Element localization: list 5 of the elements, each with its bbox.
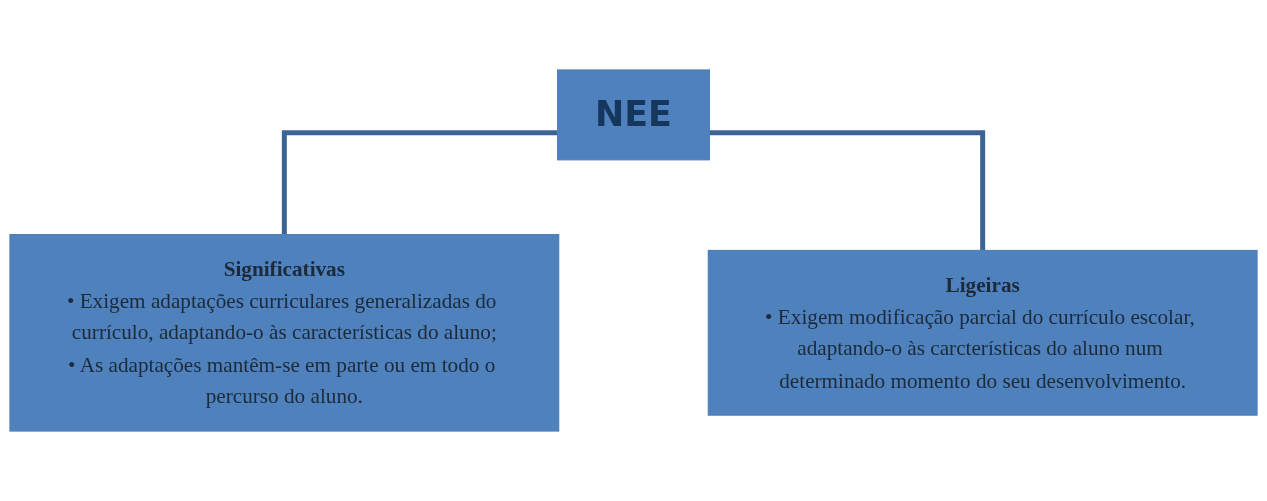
connector <box>281 130 558 235</box>
node-box: NEE <box>557 69 710 161</box>
connector <box>709 130 986 251</box>
node-box: Significativas • Exigem adaptações curriculares generalizadas do currículo, adaptando-o às características do aluno; • As adaptações mantêm-se em parte ou em todo o percurso do aluno. <box>9 233 560 432</box>
node-box: Ligeiras • Exigem modificação parcial do currículo escolar, adaptando-o às carcterísticas do aluno num determinado momento do seu desenvolvimento. <box>707 249 1258 416</box>
